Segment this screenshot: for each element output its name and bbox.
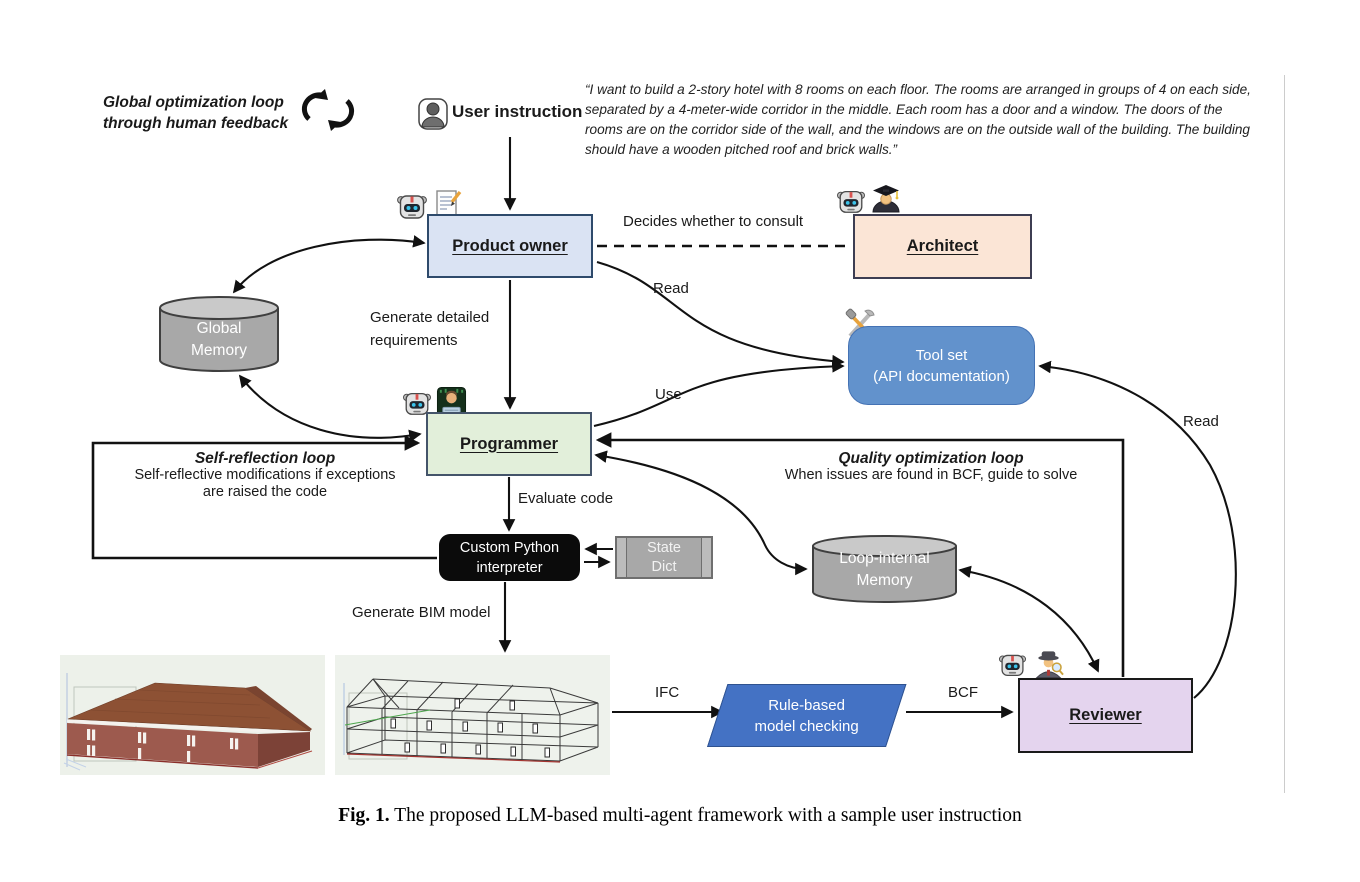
architect-label: Architect	[906, 237, 979, 255]
state-dict-label-line2: Dict	[651, 558, 677, 575]
arrow-read-toolset	[596, 260, 845, 368]
state-dict-box: State Dict	[615, 536, 713, 579]
global-loop-line2: through human feedback	[103, 115, 289, 132]
evaluate-code-label: Evaluate code	[518, 490, 614, 507]
global-memory-label-line2: Memory	[191, 342, 247, 359]
rule-based-checking-box: Rule-based model checking	[707, 684, 907, 747]
tool-set-box: Tool set (API documentation)	[848, 326, 1035, 405]
rule-check-label-line2: model checking	[754, 717, 859, 735]
generate-bim-label: Generate BIM model	[352, 604, 491, 621]
arrow-product-owner-global-memory	[232, 235, 426, 294]
generate-req-line2: requirements	[370, 332, 458, 349]
interpreter-label-line1: Custom Python	[459, 539, 560, 556]
programmer-box: Programmer	[426, 412, 592, 476]
quality-loop-title: Quality optimization loop	[838, 450, 1024, 467]
rule-check-label-line1: Rule-based	[768, 696, 846, 714]
programmer-label: Programmer	[459, 434, 559, 453]
interpreter-label-line2: interpreter	[476, 559, 543, 576]
loop-memory-label-line2: Memory	[856, 572, 913, 589]
arrow-global-memory-programmer	[238, 374, 422, 443]
arrow-loop-memory-reviewer	[958, 565, 1100, 673]
reviewer-label: Reviewer	[1069, 706, 1142, 724]
technologist-icon	[436, 386, 467, 417]
loop-memory-label-line1: Loop-internal	[839, 550, 930, 567]
user-icon	[418, 98, 448, 130]
product-owner-label: Product owner	[452, 236, 568, 255]
bim-rendered-image	[60, 655, 325, 775]
self-reflection-loop-text: Self-reflection loop Self-reflective mod…	[100, 450, 430, 501]
decides-label: Decides whether to consult	[623, 213, 804, 230]
cycle-icon	[301, 89, 355, 131]
user-instruction-label: User instruction	[452, 102, 583, 121]
generate-req-line1: Generate detailed	[370, 309, 490, 326]
self-reflection-title: Self-reflection loop	[194, 450, 336, 467]
quality-loop-text: Quality optimization loop When issues ar…	[766, 450, 1096, 484]
generate-requirements-label: Generate detailed requirements	[370, 306, 520, 352]
global-memory-label-line1: Global	[196, 320, 242, 337]
loop-internal-memory-cylinder: Loop-internal Memory	[811, 534, 958, 604]
state-dict-right-stripe	[701, 538, 711, 577]
python-interpreter-box: Custom Python interpreter	[439, 534, 580, 581]
memo-icon	[436, 190, 462, 219]
read-reviewer-label: Read	[1183, 413, 1219, 430]
bcf-label: BCF	[948, 684, 978, 701]
global-memory-cylinder: Global Memory	[158, 295, 280, 373]
architect-box: Architect	[853, 214, 1032, 279]
ifc-label: IFC	[655, 684, 680, 701]
bim-wireframe-image	[335, 655, 610, 775]
robot-icon	[837, 190, 865, 213]
self-reflection-line2: are raised the code	[202, 484, 328, 500]
graduate-icon	[872, 185, 900, 213]
quality-loop-line1: When issues are found in BCF, guide to s…	[784, 467, 1078, 483]
reviewer-box: Reviewer	[1018, 678, 1193, 753]
figure-caption-text: The proposed LLM-based multi-agent frame…	[389, 805, 1022, 826]
product-owner-box: Product owner	[427, 214, 593, 278]
use-toolset-label: Use	[655, 386, 682, 403]
tool-set-label-line1: Tool set	[915, 346, 968, 364]
self-reflection-line1: Self-reflective modifications if excepti…	[134, 467, 396, 483]
robot-icon	[998, 654, 1027, 677]
robot-icon	[397, 195, 427, 219]
detective-icon	[1035, 651, 1064, 679]
figure-caption-label: Fig. 1.	[338, 805, 390, 826]
user-instruction-quote: “I want to build a 2-story hotel with 8 …	[585, 82, 1251, 157]
arrow-use-toolset	[593, 360, 845, 428]
figure-caption: Fig. 1. The proposed LLM-based multi-age…	[0, 805, 1360, 827]
read-toolset-label: Read	[653, 280, 689, 297]
tool-set-label-line2: (API documentation)	[873, 367, 1010, 385]
global-loop-label: Global optimization loop through human f…	[103, 92, 288, 134]
page-edge-line	[1284, 75, 1285, 793]
state-dict-label-line1: State	[647, 539, 681, 556]
robot-icon	[403, 392, 431, 415]
state-dict-left-stripe	[617, 538, 627, 577]
global-loop-line1: Global optimization loop	[103, 94, 284, 111]
